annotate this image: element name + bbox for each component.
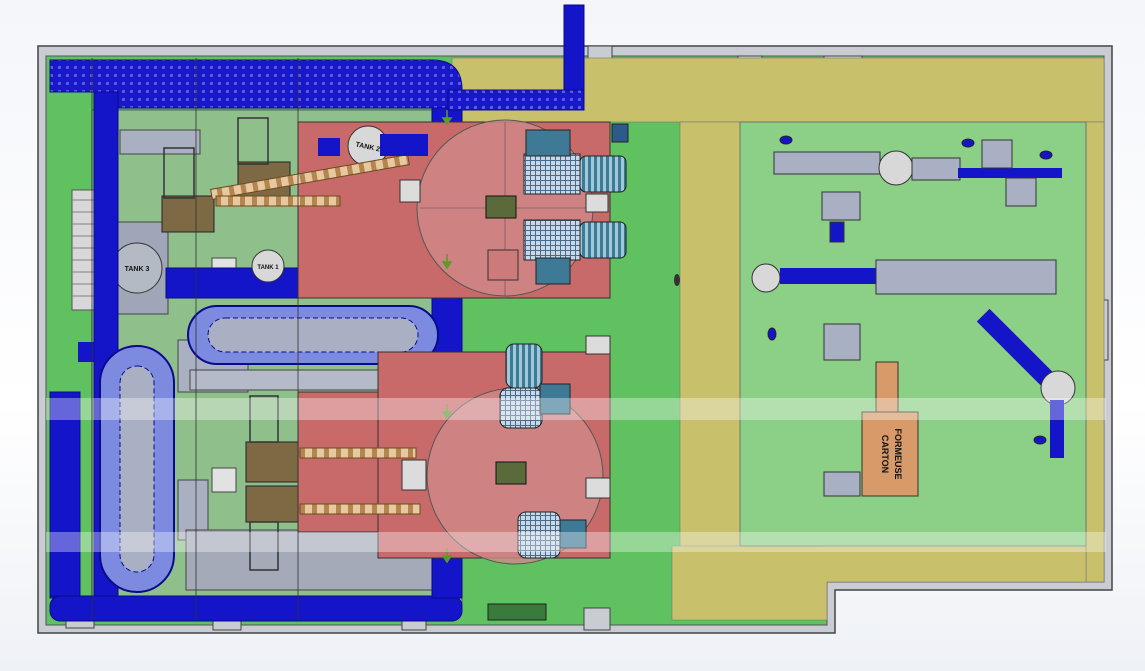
blue-feed-diagonal: [976, 308, 1054, 386]
grey-station: [981, 139, 1013, 169]
tank-left-label: TANK 3: [125, 266, 150, 273]
sensor-marker: [1033, 435, 1047, 445]
lower-cell: TANK 1: [251, 249, 611, 565]
upper-cell: TANK 2: [210, 119, 629, 299]
flow-arrows: [441, 110, 453, 564]
loop-conveyors: [99, 305, 439, 593]
blue-bar: [318, 138, 340, 156]
palletizer: [245, 441, 299, 483]
carton-label-line1: FORMEUSE: [893, 428, 903, 479]
motor: [523, 153, 581, 195]
feed-conveyor: [299, 447, 417, 459]
stair-steps: [72, 199, 94, 297]
lift-frame: [249, 395, 279, 443]
sensor-marker: [767, 327, 777, 341]
feed-conveyor: [215, 195, 341, 207]
palletizer: [161, 195, 215, 233]
walkway-center: [679, 121, 741, 583]
tank-lower-label: TANK 1: [257, 265, 279, 271]
motor: [579, 155, 627, 193]
loop-conveyor-vertical-inner: [119, 365, 155, 573]
walkway-right-strip: [1085, 121, 1105, 583]
grey-box: [585, 193, 609, 213]
sensor-marker: [674, 274, 680, 286]
grey-box: [401, 459, 427, 491]
robot-lower: [495, 461, 527, 485]
sensor-marker: [1039, 150, 1053, 160]
grey-block: [119, 129, 201, 155]
motor-housing: [559, 519, 587, 549]
conveyor-bottom-band: [49, 595, 463, 622]
section-plane: [46, 532, 1106, 552]
conveyor-exit-bar: [447, 89, 585, 111]
blue-unit: [829, 221, 845, 243]
section-plane: [46, 398, 1106, 420]
grey-box: [399, 179, 421, 203]
motor: [579, 221, 627, 259]
feed-conveyor: [210, 154, 410, 200]
grey-station: [823, 323, 861, 361]
grey-box: [585, 477, 611, 499]
motor: [505, 343, 543, 389]
conveyor-left-edge: [49, 391, 81, 599]
sensor-marker: [779, 135, 793, 145]
control-box: [611, 123, 629, 143]
packaging-equipment: FORMEUSE CARTON: [674, 135, 1076, 497]
roller-station: [751, 263, 781, 293]
blue-feed: [958, 168, 1062, 178]
feed-conveyor: [299, 503, 421, 515]
grey-station: [821, 191, 861, 221]
carton-forming-machine: [861, 411, 919, 497]
grey-station: [911, 157, 961, 181]
structural-lines: [91, 58, 299, 620]
palletizers: [161, 117, 299, 571]
grey-block: [211, 467, 237, 493]
motor-housing: [525, 129, 571, 157]
tank-lower: [251, 249, 285, 283]
carton-label-line2: CARTON: [880, 435, 890, 473]
wall-column: [583, 607, 611, 631]
roller-station: [878, 150, 914, 186]
palletizer: [245, 485, 299, 523]
floor-plate: [487, 603, 547, 621]
walkways: [451, 57, 1105, 621]
grey-station: [823, 471, 861, 497]
robot-upper: [485, 195, 517, 219]
grey-station: [1005, 177, 1037, 207]
grey-station: [773, 151, 881, 175]
blue-feed: [780, 268, 876, 284]
motor: [523, 219, 581, 261]
grey-box: [487, 249, 519, 281]
blue-bar: [380, 134, 428, 156]
lift-frame: [237, 117, 269, 165]
motor-housing: [535, 257, 571, 285]
motor-housing: [539, 383, 571, 415]
blue-feed: [1050, 400, 1064, 458]
sensor-marker: [961, 138, 975, 148]
loop-conveyor-horizontal-inner: [207, 317, 419, 353]
staircase: [71, 189, 95, 311]
grey-station: [875, 259, 1057, 295]
grey-box: [585, 335, 611, 355]
lift-frame: [163, 147, 195, 199]
conveyor-stub: [78, 342, 94, 362]
lift-frame: [249, 521, 279, 571]
